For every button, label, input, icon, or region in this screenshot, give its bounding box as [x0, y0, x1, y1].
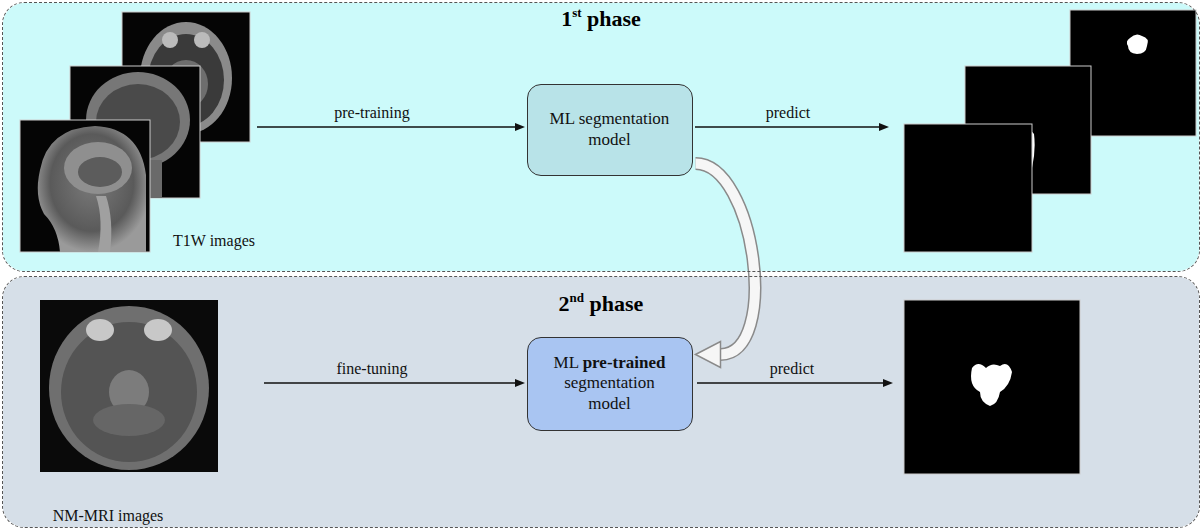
flow-arrow [257, 126, 516, 127]
nm-mri-image [40, 300, 218, 472]
panel-fill [3, 277, 1200, 528]
box-text: ML pre-trained segmentation model [547, 353, 672, 414]
model-box: ML pre-trained segmentation model [527, 337, 693, 431]
nm-mri-image [61, 322, 197, 462]
mask-image [904, 300, 1080, 474]
arrow-label: pre-training [334, 103, 410, 122]
flow-arrow [515, 123, 525, 131]
transfer-arrow [696, 164, 755, 368]
phase-title: 2nd phase [3, 291, 1199, 317]
arrow-outline [696, 164, 755, 355]
mask-image [904, 300, 1080, 474]
mask-image [904, 124, 1032, 252]
nm-mri-image [49, 306, 209, 470]
arrow-body [696, 164, 755, 355]
nm-mri-image [40, 300, 218, 472]
mri-axial-image [194, 32, 210, 48]
nm-mri-image [86, 319, 114, 341]
arrow-label: predict [770, 359, 814, 378]
box-text: ML segmentation model [547, 109, 672, 150]
arrow-label: predict [766, 103, 810, 122]
mri-sagittal-image [20, 120, 150, 252]
panel-fill [3, 3, 1200, 272]
model-box: ML segmentation model [527, 84, 693, 176]
mask-image [971, 364, 1012, 406]
flow-arrow [879, 123, 889, 131]
flow-arrow [883, 379, 893, 387]
mask-image [904, 124, 1032, 252]
flow-arrow [697, 382, 884, 383]
arrow-head [696, 342, 721, 368]
flow-arrow [264, 382, 516, 383]
mri-sagittal-image [38, 126, 146, 252]
nm-mri-image [93, 404, 165, 436]
flow-arrow [515, 379, 525, 387]
mri-sagittal-image [78, 157, 122, 187]
mri-sagittal-image [96, 196, 111, 252]
nm-mri-image [144, 319, 172, 341]
phase-title: 1st phase [3, 6, 1199, 32]
arrow-label: fine-tuning [336, 359, 407, 378]
panel-fill [3, 3, 1200, 528]
flow-arrow [695, 126, 880, 127]
mask-image [1127, 34, 1148, 54]
phase-panel: 2nd phase ML pre-trained segmentation mod… [2, 276, 1200, 528]
mri-sagittal-image [64, 142, 132, 194]
mri-axial-image [162, 32, 178, 48]
mri-sagittal-image [20, 120, 150, 252]
phase-panel: 1st phase ML segmentation model [2, 2, 1200, 272]
image-caption: T1W images [173, 231, 255, 250]
image-caption: NM-MRI images [53, 506, 164, 525]
